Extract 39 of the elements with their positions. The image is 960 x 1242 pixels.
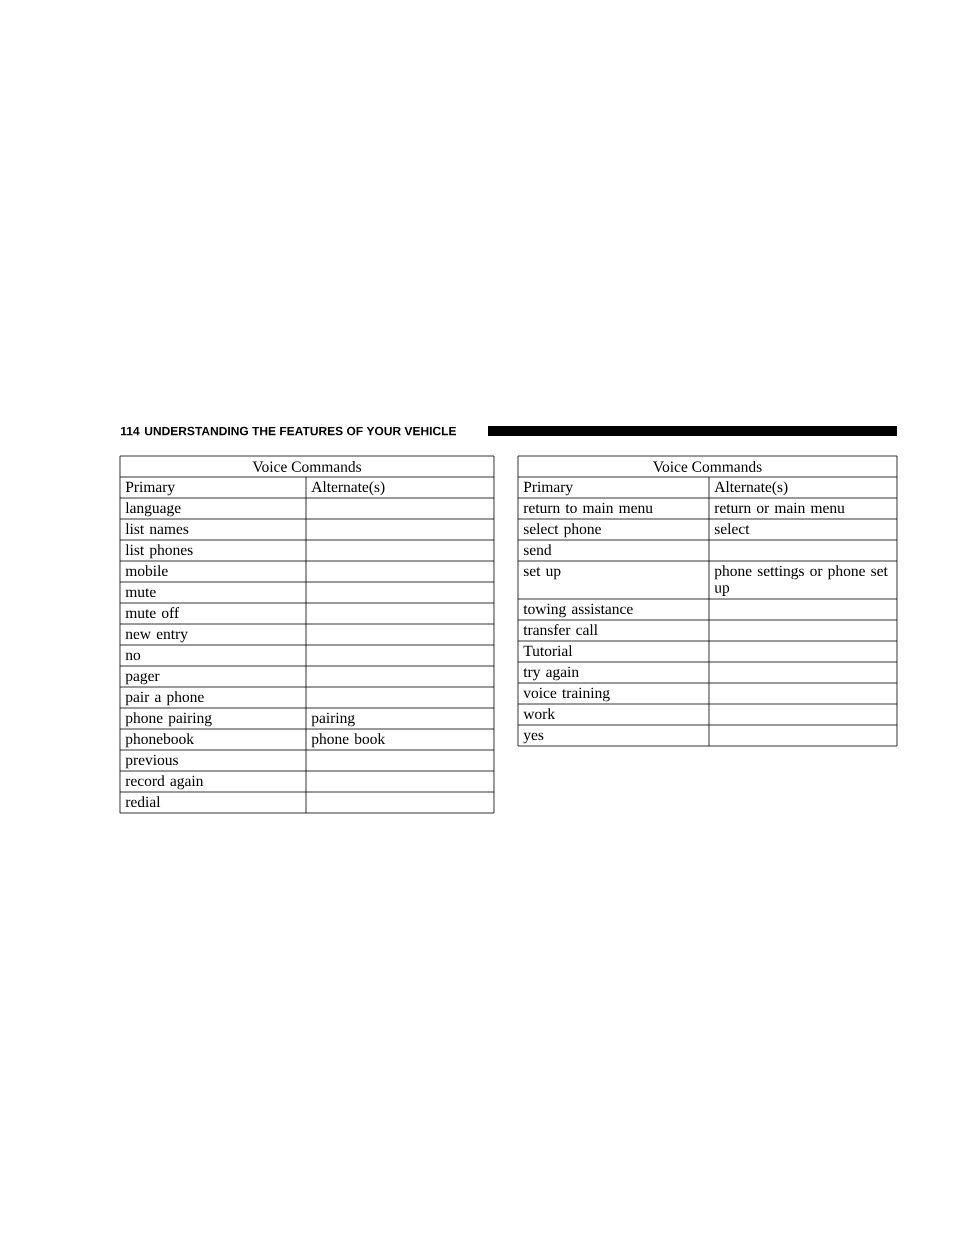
table-title: Voice Commands [653,461,762,472]
table-cell: send [523,544,552,556]
table-cell: select [714,523,750,535]
table-cell: language [125,502,181,517]
table-cell: no [125,652,141,661]
table-title: Voice Commands [252,461,362,472]
table-cell: new entry [125,630,188,643]
table-cell: phonebook [125,733,194,748]
table-cell: phone settings or phone set up [714,565,888,596]
table-cell: towing assistance [523,603,633,618]
table-cell: Tutorial [523,645,573,657]
table-cell: select phone [523,523,601,538]
table-cell: return or main menu [714,502,845,514]
table-cell: record again [125,775,204,790]
table-cell: try again [523,666,579,681]
table-cell: redial [125,796,161,808]
table-cell: Alternate(s) [311,481,385,496]
table-cell: Alternate(s) [714,481,788,496]
table-cell: Primary [523,481,574,496]
table-cell: Primary [125,481,176,496]
table-cell: pairing [311,712,355,727]
table-cell: transfer call [523,624,598,636]
table-cell: pager [125,673,160,685]
table-cell: yes [523,732,544,744]
table-cell: work [523,708,556,720]
table-cell: phone book [311,733,386,748]
table-cell: list names [125,523,189,535]
table-cell: mobile [125,565,168,577]
table-cell: mute [125,588,156,598]
table-cell: previous [125,754,178,769]
running-header: UNDERSTANDING THE FEATURES OF YOUR VEHICLE [145,426,456,436]
table-cell: list phones [125,544,193,559]
table-cell: set up [523,567,561,580]
table-cell: return to main menu [523,502,653,514]
table-cell: mute off [125,607,180,619]
table-cell: pair a phone [125,691,204,706]
table-cell: voice training [523,687,610,702]
page-number: 114 [121,426,140,436]
table-cell: phone pairing [125,712,212,727]
